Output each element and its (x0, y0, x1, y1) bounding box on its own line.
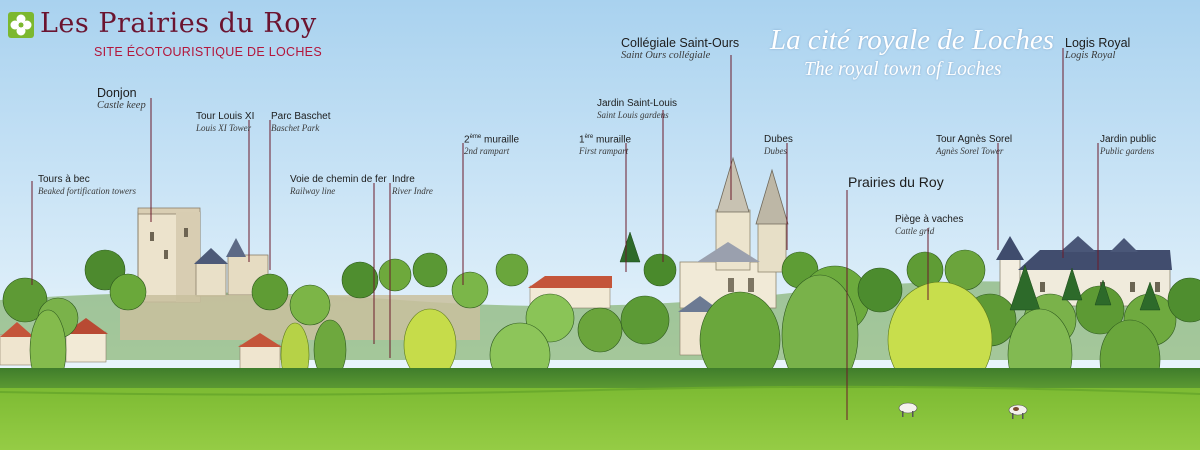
cow-icon (898, 402, 918, 417)
donjon-keep (137, 207, 201, 303)
meadow (0, 388, 1200, 450)
riverbank (0, 368, 1200, 390)
cow-icon (1008, 404, 1028, 419)
conifers (619, 231, 1161, 311)
leader-lines (31, 48, 1099, 420)
